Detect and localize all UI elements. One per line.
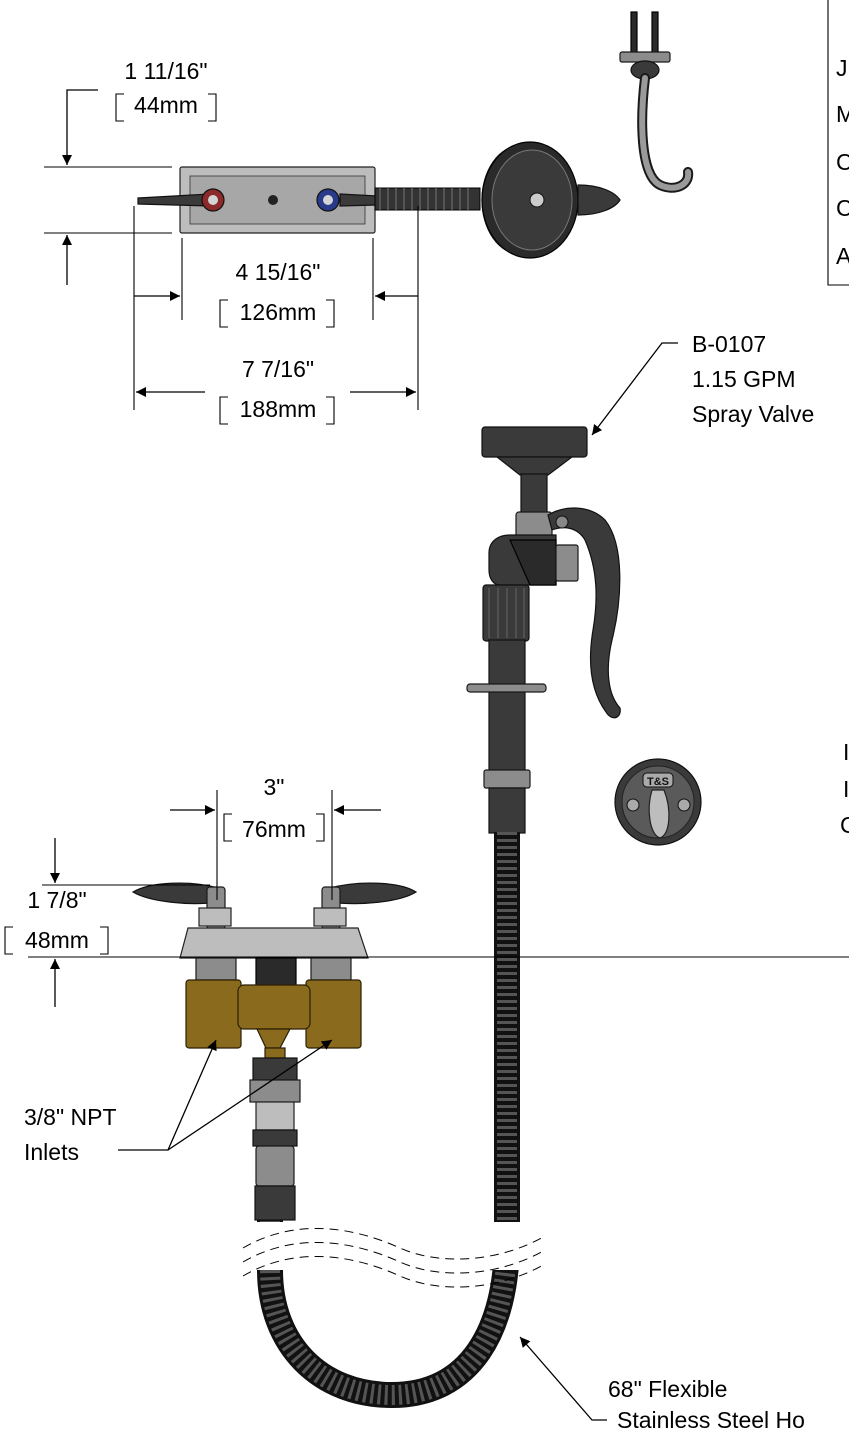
dim-top-overall-imperial: 7 7/16" <box>242 356 314 382</box>
wall-hook-top <box>619 11 694 193</box>
hook-plate-brand: T&S <box>647 776 669 788</box>
table-letter-1: J <box>836 55 848 81</box>
dim-front-height-imperial: 1 7/8" <box>27 887 86 913</box>
hose-length: 68" Flexible <box>608 1376 727 1402</box>
spray-valve <box>466 426 621 834</box>
spray-valve-name: Spray Valve <box>692 401 814 427</box>
spray-valve-flow: 1.15 GPM <box>692 366 796 392</box>
dim-front-height: 1 7/8" 48mm <box>4 838 210 1007</box>
dim-front-center: 3" 76mm <box>170 774 381 900</box>
callout-spray-valve: B-0107 1.15 GPM Spray Valve <box>591 331 814 436</box>
callout-hose: 68" Flexible Stainless Steel Ho <box>519 1336 805 1433</box>
top-view-faucet <box>137 141 621 259</box>
dim-top-overall-metric: 188mm <box>240 396 317 422</box>
spray-valve-model: B-0107 <box>692 331 766 357</box>
table-letter-2: M <box>836 101 849 127</box>
dim-top-center-imperial: 4 15/16" <box>236 259 321 285</box>
table-letter-4: C <box>836 195 849 221</box>
dim-front-height-metric: 48mm <box>25 927 89 953</box>
table-letter-5: A <box>836 243 849 269</box>
dim-top-height-imperial: 1 11/16" <box>124 58 207 84</box>
flexible-hose <box>257 832 520 1409</box>
inlets-size: 3/8" NPT <box>24 1104 117 1130</box>
dim-top-center: 4 15/16" 126mm <box>134 238 418 328</box>
partial-label-3: C <box>840 812 849 838</box>
front-faucet <box>131 882 418 1221</box>
dim-front-center-metric: 76mm <box>242 816 306 842</box>
dim-top-center-metric: 126mm <box>240 299 317 325</box>
dim-top-overall: 7 7/16" 188mm <box>133 206 419 425</box>
dim-top-height-metric: 44mm <box>134 92 198 118</box>
inlets-label: Inlets <box>24 1139 79 1165</box>
spec-table: J M C C A <box>827 0 849 286</box>
break-lines <box>230 1222 560 1288</box>
partial-label-1: I <box>843 739 849 765</box>
callout-inlets: 3/8" NPT Inlets <box>24 1039 333 1165</box>
dim-front-center-imperial: 3" <box>264 774 285 800</box>
hose-material: Stainless Steel Ho <box>617 1407 805 1433</box>
dim-top-height: 1 11/16" 44mm <box>44 58 217 285</box>
partial-label-2: I <box>843 776 849 802</box>
table-letter-3: C <box>836 149 849 175</box>
hook-plate: T&S <box>614 758 702 846</box>
